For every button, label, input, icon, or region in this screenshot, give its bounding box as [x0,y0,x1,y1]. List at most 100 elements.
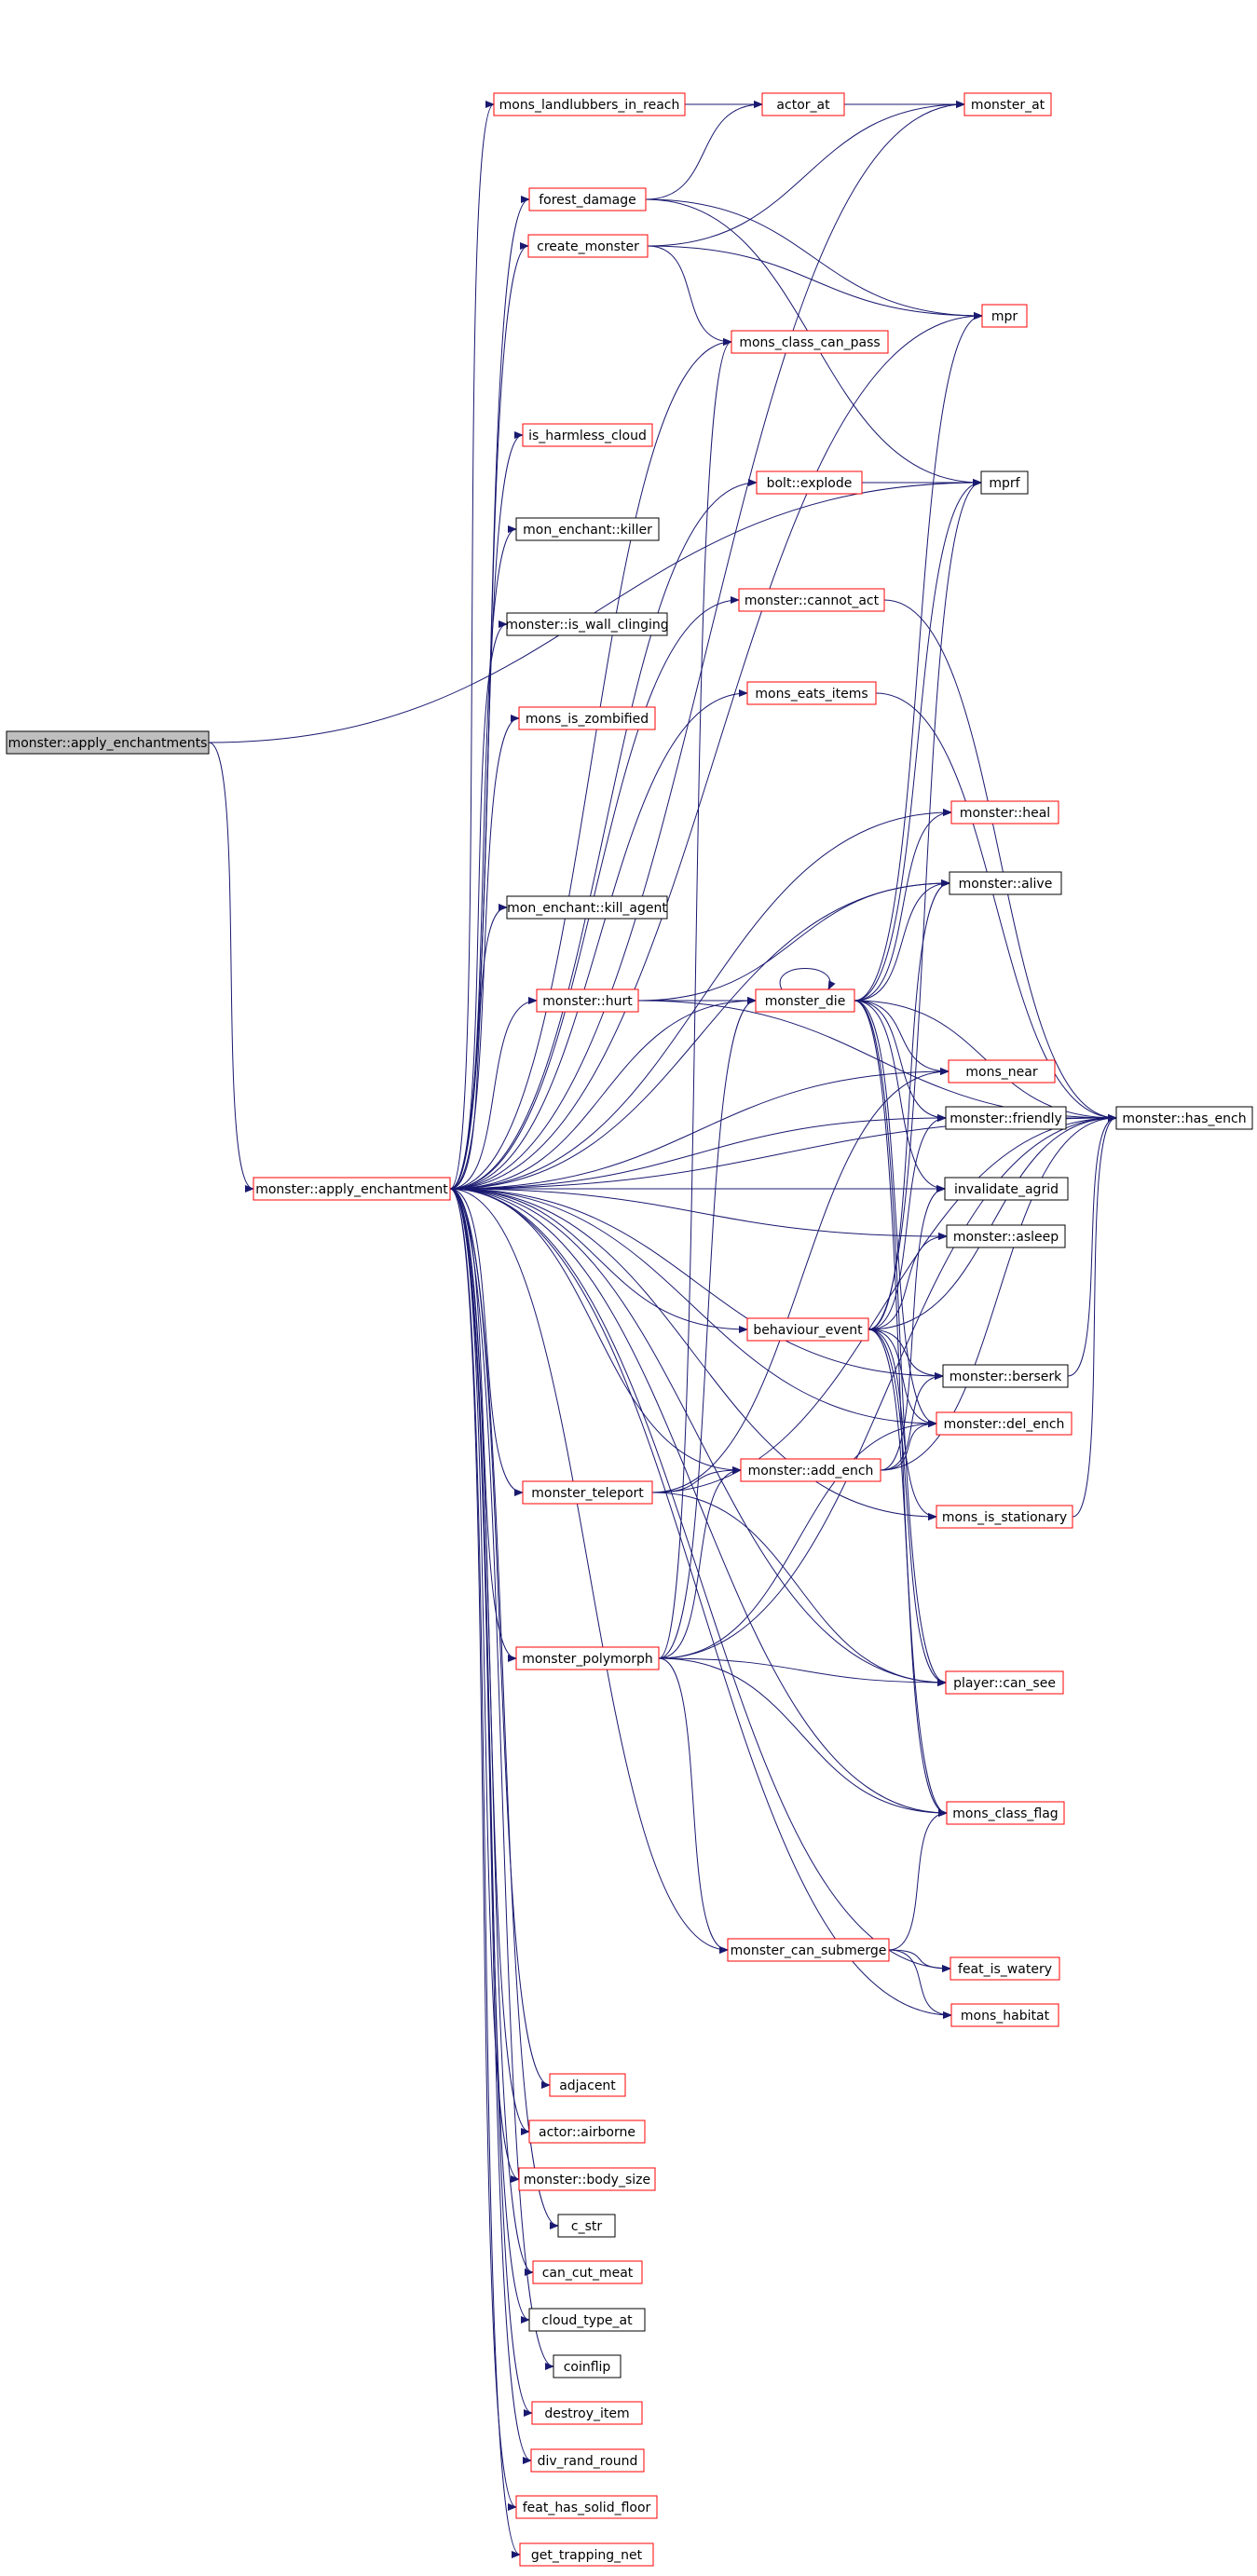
node-label: monster::cannot_act [745,593,880,608]
nodes-layer: monster::apply_enchantmentsmonster::appl… [6,92,1253,2567]
node-n38[interactable]: mons_habitat [950,2003,1059,2027]
edge-n15-n24 [875,692,1117,1122]
edge-n1-n21 [449,997,757,1190]
node-n44[interactable]: cloud_type_at [528,2308,646,2332]
edge-n21-n25 [854,1000,946,1193]
node-n8[interactable]: mons_class_can_pass [731,330,889,354]
node-n6[interactable]: create_monster [527,234,649,258]
edge-n33-n36 [658,1657,729,1954]
node-n1[interactable]: monster::apply_enchantment [253,1177,451,1201]
node-n22[interactable]: mons_near [948,1059,1056,1084]
node-n35[interactable]: mons_class_flag [946,1801,1065,1825]
node-box [528,2308,646,2332]
node-n28[interactable]: monster::berserk [942,1364,1069,1388]
node-label: monster_teleport [531,1486,644,1501]
node-n39[interactable]: adjacent [549,2073,626,2097]
edge-n21-n18 [854,879,950,1002]
node-n31[interactable]: monster_teleport [522,1480,653,1505]
node-label: actor::airborne [539,2125,635,2140]
node-n27[interactable]: behaviour_event [746,1317,869,1342]
edge-n1-n12 [449,525,517,1190]
node-n47[interactable]: div_rand_round [530,2448,645,2473]
node-label: mon_enchant::killer [523,523,652,538]
node-n33[interactable]: monster_polymorph [515,1646,660,1670]
node-n23[interactable]: monster::friendly [945,1106,1067,1130]
node-n45[interactable]: coinflip [553,2354,622,2378]
node-n3[interactable]: actor_at [761,92,845,116]
edge-n1-n26 [449,1188,948,1240]
edge-n33-n34 [658,1657,947,1686]
edge-n27-n23 [868,1114,947,1330]
node-box [553,2354,622,2378]
node-box [532,2260,643,2284]
node-label: mprf [989,476,1020,491]
node-n7[interactable]: mpr [981,304,1028,328]
node-n41[interactable]: monster::body_size [518,2167,656,2191]
node-n18[interactable]: monster::alive [949,871,1062,895]
node-box [963,92,1052,116]
node-n42[interactable]: c_str [557,2214,616,2238]
node-n13[interactable]: monster::cannot_act [738,588,885,612]
edge-n1-n8 [449,338,732,1190]
edge-n1-n10 [449,479,758,1190]
node-box [936,1505,1073,1529]
node-label: monster::apply_enchantments [8,736,208,751]
node-n26[interactable]: monster::asleep [946,1224,1066,1248]
node-n21[interactable]: monster_die [755,988,855,1013]
edge-n1-n13 [449,596,740,1190]
node-n12[interactable]: mon_enchant::killer [515,517,660,541]
edge-n0-n1 [208,742,254,1193]
node-n25[interactable]: invalidate_agrid [944,1177,1069,1201]
node-n36[interactable]: monster_can_submerge [727,1938,890,1962]
node-box [253,1177,451,1201]
node-label: div_rand_round [538,2454,638,2469]
node-label: mons_eats_items [755,687,868,702]
edges-layer [208,101,1117,2558]
node-n48[interactable]: feat_has_solid_floor [515,2495,658,2519]
edge-n33-n29 [658,1420,937,1659]
node-n15[interactable]: mons_eats_items [746,681,877,705]
node-n10[interactable]: bolt::explode [756,470,863,495]
node-n24[interactable]: monster::has_ench [1115,1106,1253,1130]
node-box [746,681,877,705]
edge-n1-n33 [449,1188,517,1662]
node-n37[interactable]: feat_is_watery [950,1956,1060,1981]
node-label: monster::is_wall_clinging [505,618,668,633]
edge-n27-n18 [868,879,950,1330]
edge-n21-n22 [854,1000,950,1075]
node-n30[interactable]: monster::add_ench [740,1458,881,1482]
node-n5[interactable]: forest_damage [528,187,647,211]
node-label: monster_can_submerge [731,1943,887,1958]
edge-n20-n18 [637,879,950,1002]
node-n4[interactable]: monster_at [963,92,1052,116]
node-n11[interactable]: mprf [980,470,1029,495]
node-box [528,2119,646,2144]
node-n40[interactable]: actor::airborne [528,2119,646,2144]
node-label: behaviour_event [753,1323,863,1338]
node-n49[interactable]: get_trapping_net [519,2542,654,2567]
node-box [950,2003,1059,2027]
node-box [528,187,647,211]
node-n14[interactable]: monster::is_wall_clinging [505,612,669,636]
node-box [1115,1106,1253,1130]
node-n9[interactable]: is_harmless_cloud [522,423,653,447]
edge-n1-n38 [449,1188,952,2019]
node-label: coinflip [564,2360,611,2375]
node-n17[interactable]: monster::heal [950,800,1059,825]
node-box [506,612,668,636]
node-n43[interactable]: can_cut_meat [532,2260,643,2284]
node-n20[interactable]: monster::hurt [536,988,639,1013]
node-label: create_monster [537,239,639,254]
edge-n21-n7 [854,312,983,1002]
node-box [549,2073,626,2097]
node-label: can_cut_meat [542,2266,634,2281]
node-n16[interactable]: mons_is_zombified [518,706,656,730]
edge-n31-n34 [651,1492,947,1686]
node-n29[interactable]: monster::del_ench [936,1411,1073,1436]
node-n46[interactable]: destroy_item [531,2401,643,2425]
node-label: mon_enchant::kill_agent [507,901,667,916]
node-n32[interactable]: mons_is_stationary [936,1505,1073,1529]
node-n34[interactable]: player::can_see [945,1670,1064,1695]
node-n19[interactable]: mon_enchant::kill_agent [506,895,668,920]
node-n2[interactable]: mons_landlubbers_in_reach [493,92,686,116]
